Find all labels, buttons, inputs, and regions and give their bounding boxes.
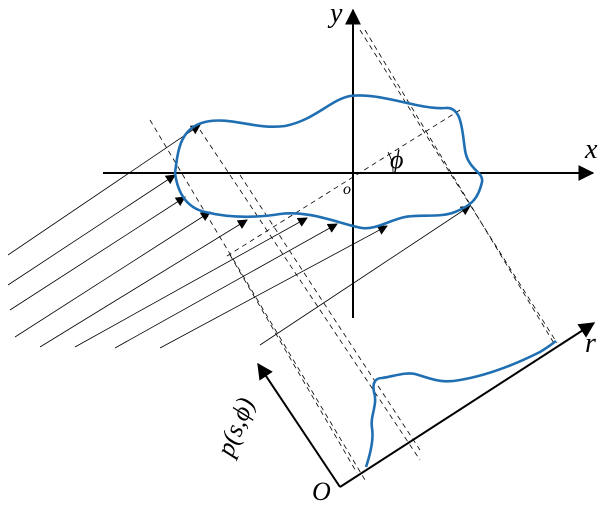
guide-perp bbox=[226, 109, 461, 257]
ray-2 bbox=[7, 174, 176, 286]
ray-4 bbox=[14, 211, 211, 338]
coordinate-axes bbox=[103, 8, 595, 318]
y-axis-label: y bbox=[327, 0, 343, 29]
origin-small-label: o bbox=[343, 181, 351, 198]
projection-guides bbox=[149, 29, 558, 481]
projection-axis-label: p(s,ϕ) bbox=[210, 393, 260, 462]
incident-rays bbox=[7, 124, 471, 349]
r-axis-label: r bbox=[585, 328, 596, 359]
guide-left-edge-1 bbox=[149, 119, 366, 481]
ray-8 bbox=[159, 225, 388, 349]
ray-6 bbox=[74, 217, 308, 348]
angle-label: ϕ bbox=[390, 145, 403, 174]
p-axis-line bbox=[257, 362, 341, 488]
guide-mid bbox=[239, 174, 421, 451]
projection-origin-label: O bbox=[312, 477, 331, 506]
projection-profile-curve bbox=[364, 339, 557, 468]
ray-7 bbox=[114, 223, 338, 349]
ray-1 bbox=[7, 124, 201, 256]
ray-3 bbox=[9, 196, 186, 311]
ray-5 bbox=[39, 219, 248, 348]
object-boundary-curve bbox=[173, 94, 484, 230]
projection-axes bbox=[257, 322, 596, 488]
guide-bottom-a bbox=[229, 254, 358, 474]
x-axis-label: x bbox=[584, 134, 598, 165]
guide-right-edge bbox=[359, 29, 558, 344]
guide-center bbox=[364, 29, 556, 346]
angle-arc bbox=[387, 151, 394, 174]
guide-left-edge-2 bbox=[199, 129, 421, 461]
ray-9 bbox=[259, 205, 471, 346]
r-axis-line bbox=[339, 322, 596, 488]
